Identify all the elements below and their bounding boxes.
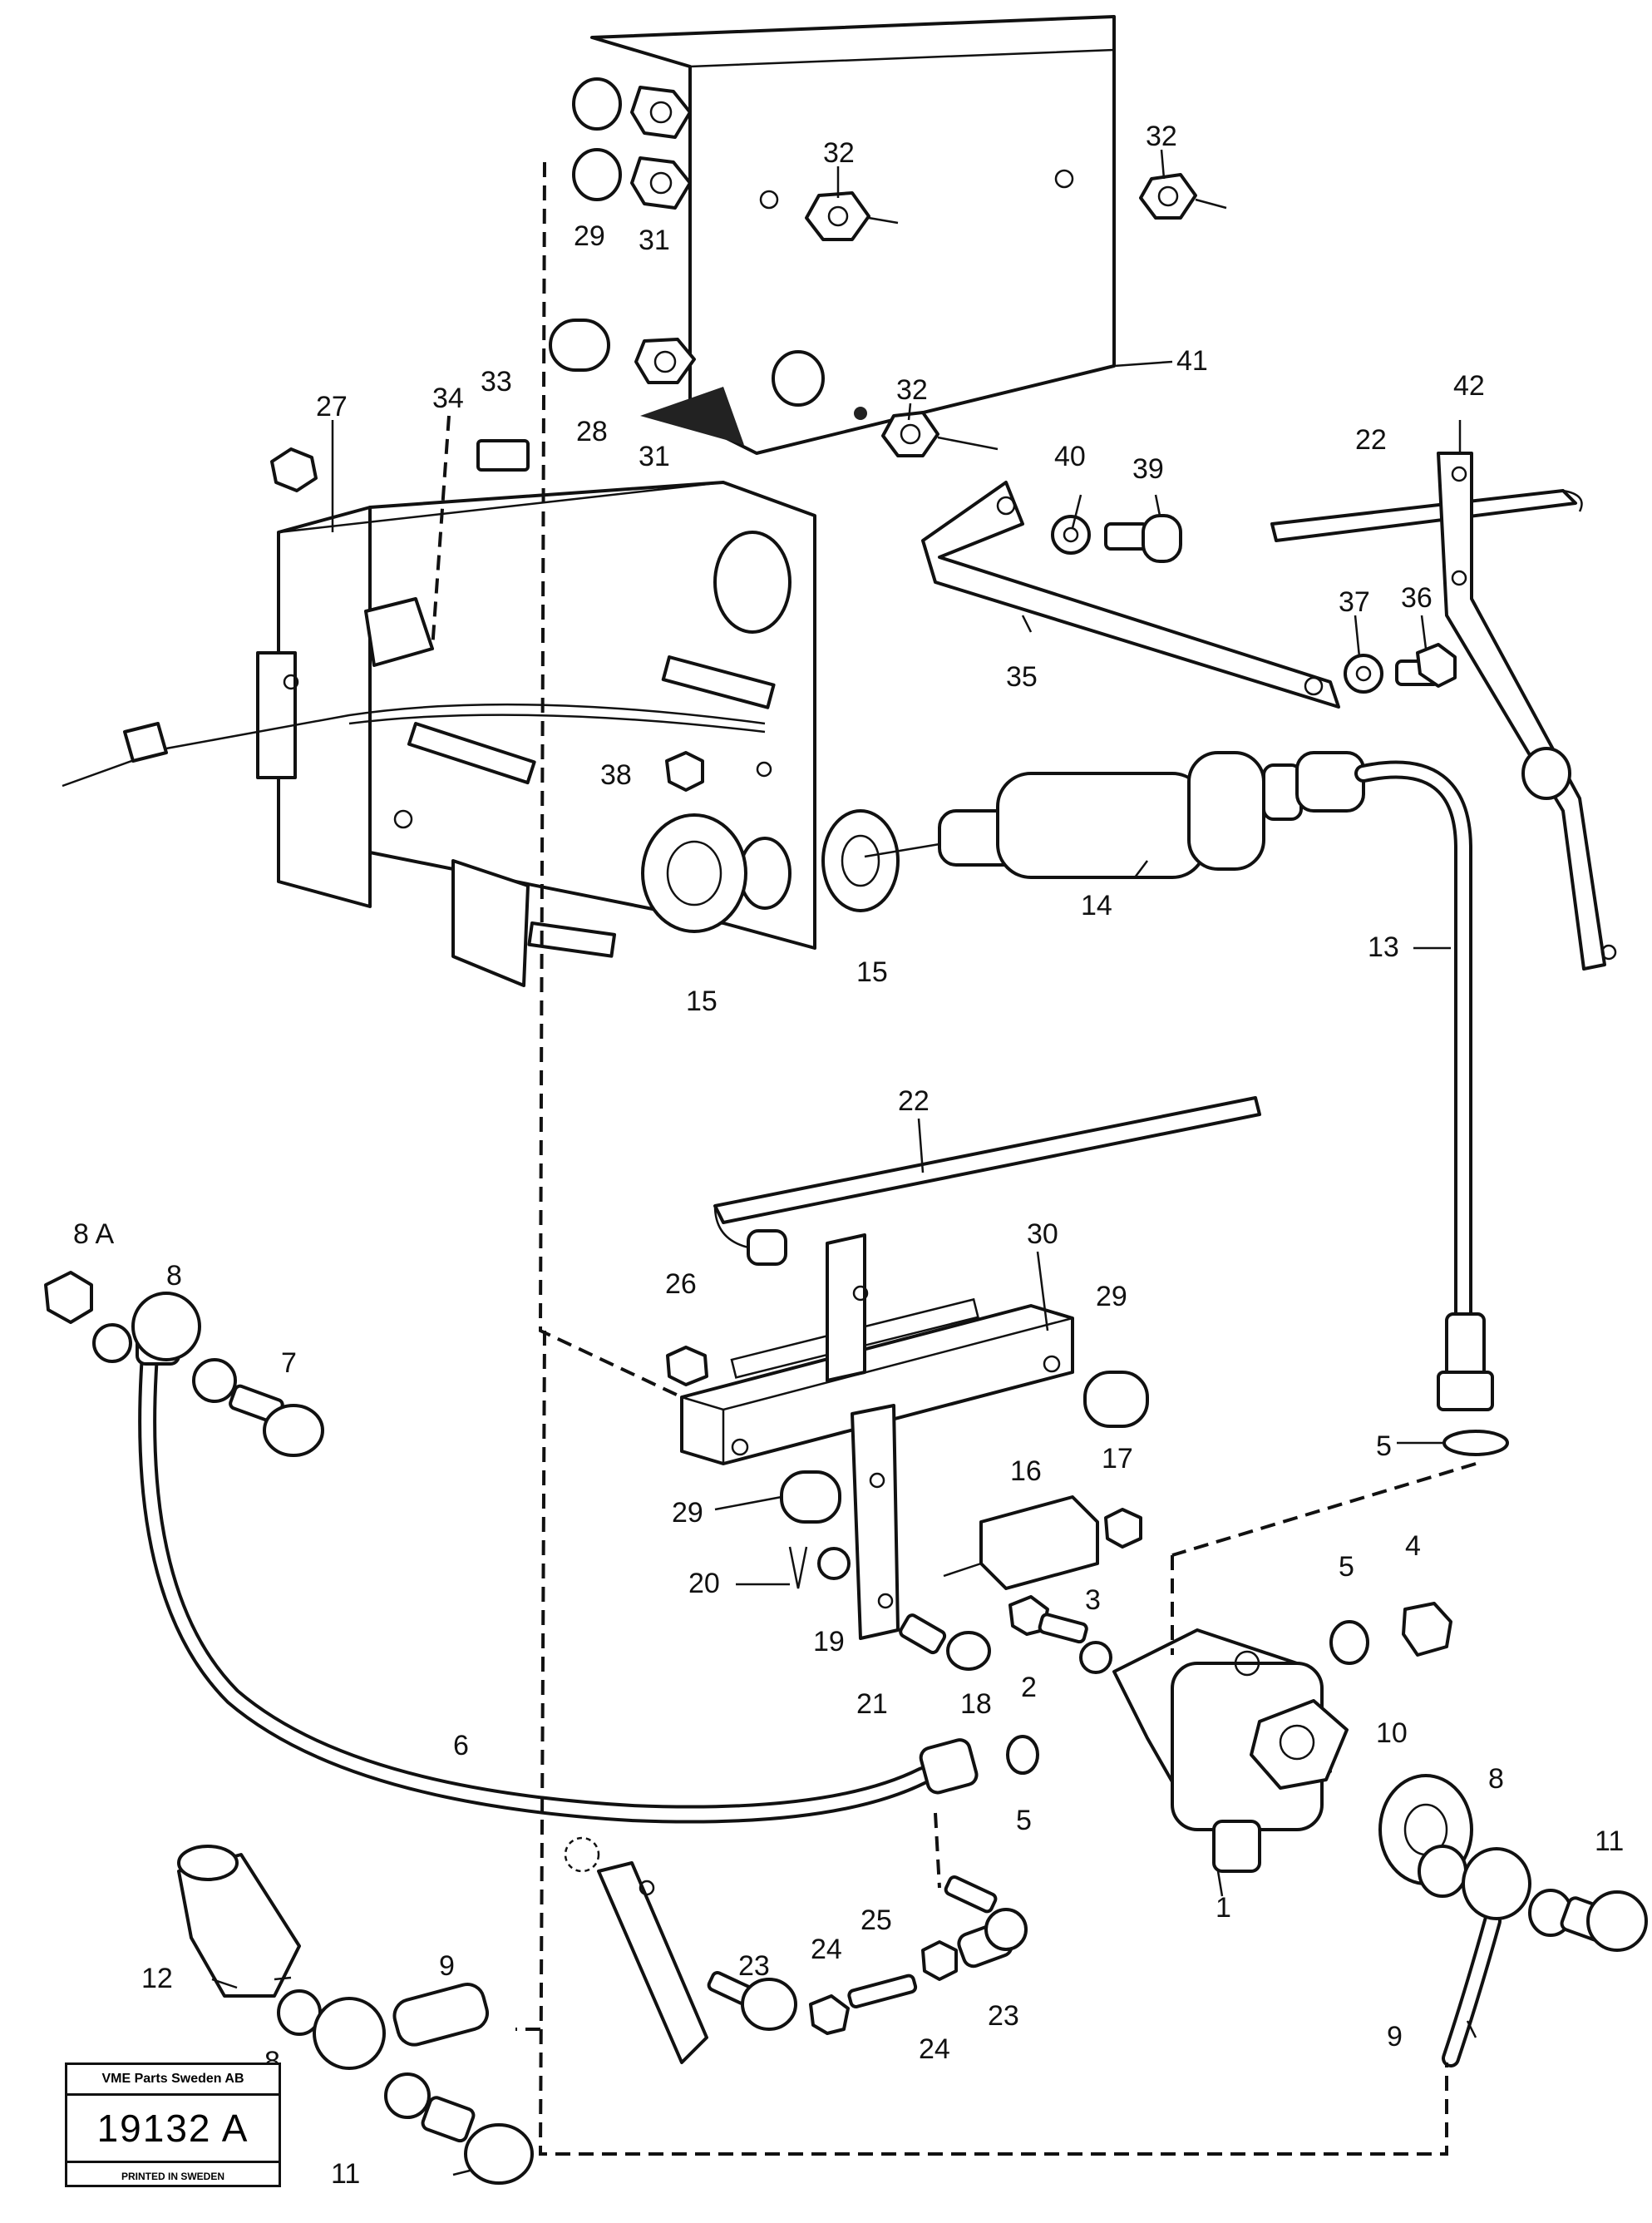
spacers-nuts-top <box>549 77 1227 457</box>
label-32: 32 <box>896 374 928 406</box>
drawing-stamp: VME Parts Sweden AB 19132 A PRINTED IN S… <box>65 2062 281 2187</box>
label-9: 9 <box>439 1950 455 1982</box>
linkage-rods <box>564 1836 1028 2064</box>
label-6: 6 <box>453 1730 469 1761</box>
label-5: 5 <box>1376 1430 1392 1462</box>
label-29: 29 <box>672 1497 703 1529</box>
label-20: 20 <box>688 1568 720 1599</box>
label-28: 28 <box>576 416 608 447</box>
label-19: 19 <box>813 1626 845 1657</box>
label-42: 42 <box>1453 370 1485 402</box>
label-30: 30 <box>1027 1218 1058 1250</box>
label-41: 41 <box>1176 345 1208 377</box>
label-3: 3 <box>1085 1584 1101 1616</box>
label-31: 31 <box>639 441 670 472</box>
label-9: 9 <box>1387 2021 1403 2053</box>
bottom-left-fittings <box>177 1845 534 2185</box>
hose-13 <box>1354 760 1509 1456</box>
label-2: 2 <box>1021 1672 1037 1703</box>
label-26: 26 <box>665 1268 697 1300</box>
stamp-company: VME Parts Sweden AB <box>67 2065 279 2096</box>
label-5: 5 <box>1339 1551 1354 1583</box>
nuts-washers-mid <box>270 439 900 933</box>
label-11: 11 <box>1595 1825 1624 1857</box>
air-cylinder <box>864 751 1365 879</box>
label-24: 24 <box>811 1934 842 1965</box>
label-8: 8 <box>1488 1763 1504 1795</box>
label-32: 32 <box>823 137 855 169</box>
label-1: 1 <box>1216 1892 1231 1924</box>
stamp-number: 19132 A <box>67 2096 279 2163</box>
label-5: 5 <box>1016 1805 1032 1836</box>
label-39: 39 <box>1132 453 1164 485</box>
label-15: 15 <box>856 956 888 988</box>
label-12: 12 <box>141 1963 173 1994</box>
label-13: 13 <box>1368 931 1399 963</box>
leader-lines <box>211 149 1477 2176</box>
label-29: 29 <box>574 220 605 252</box>
label-36: 36 <box>1401 582 1433 614</box>
label-8A: 8 A <box>73 1218 114 1250</box>
label-11: 11 <box>331 2158 360 2190</box>
label-33: 33 <box>481 366 512 398</box>
label-31: 31 <box>639 225 670 256</box>
hose-6 <box>44 1271 979 1824</box>
label-29: 29 <box>1096 1281 1127 1312</box>
hose-9-right <box>1418 1845 1648 2067</box>
label-24: 24 <box>919 2033 950 2065</box>
label-25: 25 <box>861 1904 892 1936</box>
label-7: 7 <box>281 1347 297 1379</box>
label-18: 18 <box>960 1688 992 1720</box>
dashed-connection-lines <box>431 161 1477 2156</box>
label-22: 22 <box>1355 424 1387 456</box>
label-35: 35 <box>1006 661 1038 693</box>
label-17: 17 <box>1102 1443 1133 1475</box>
label-4: 4 <box>1405 1530 1421 1562</box>
stamp-printed: PRINTED IN SWEDEN <box>121 2171 224 2182</box>
label-27: 27 <box>316 391 348 422</box>
label-23: 23 <box>738 1950 770 1982</box>
label-8: 8 <box>166 1260 182 1292</box>
part-labels: 32 32 32 29 31 41 28 31 27 34 33 42 22 4… <box>73 121 1624 2190</box>
label-34: 34 <box>432 383 464 414</box>
label-15: 15 <box>686 986 718 1017</box>
label-23: 23 <box>988 2000 1019 2032</box>
label-14: 14 <box>1081 890 1112 921</box>
lower-lever-mechanism <box>666 1096 1261 1671</box>
levers-upper-right <box>921 452 1617 971</box>
label-10: 10 <box>1376 1717 1408 1749</box>
label-16: 16 <box>1010 1455 1042 1487</box>
label-21: 21 <box>856 1688 888 1720</box>
label-38: 38 <box>600 759 632 791</box>
label-40: 40 <box>1054 441 1086 472</box>
label-22: 22 <box>898 1085 930 1117</box>
label-37: 37 <box>1339 586 1370 618</box>
label-32: 32 <box>1146 121 1177 152</box>
